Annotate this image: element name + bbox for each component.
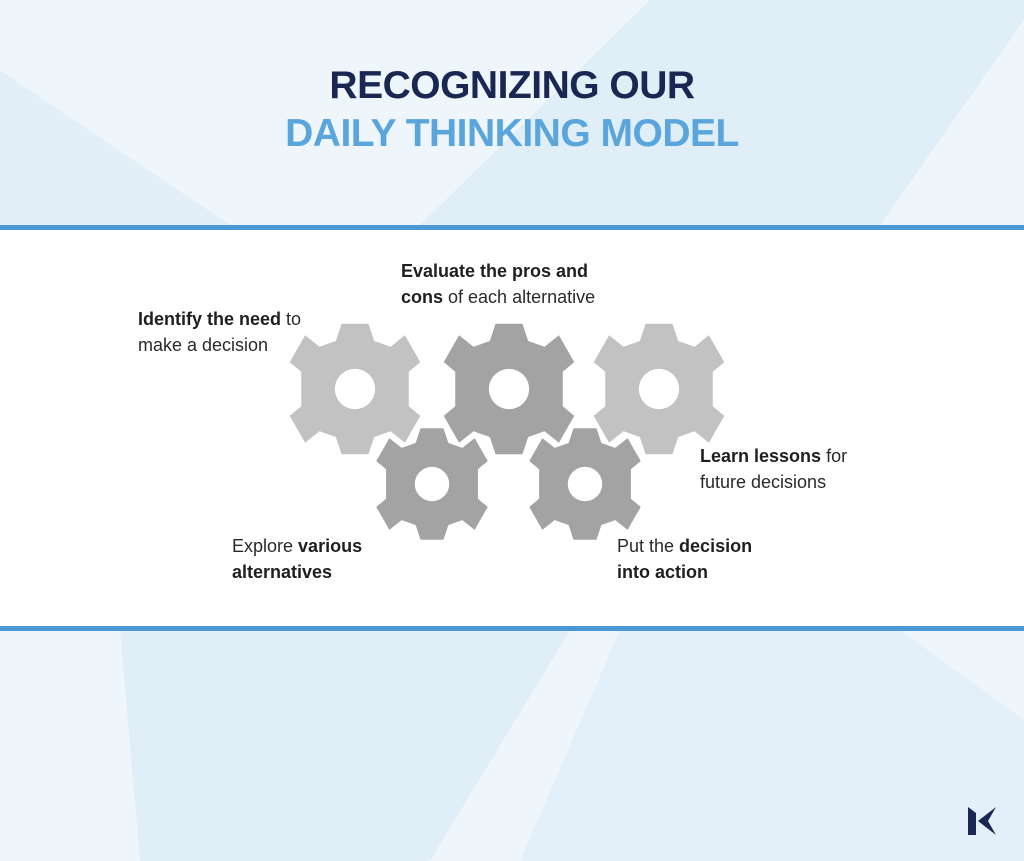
- step-action-pre: Put the: [617, 536, 680, 556]
- step-identify: Identify the need to make a decision: [138, 306, 301, 358]
- step-learn-line2: future decisions: [700, 472, 827, 492]
- gear-icon: [529, 428, 641, 540]
- step-action-bold-2: into action: [617, 562, 708, 582]
- step-evaluate-bold-2: cons: [401, 287, 444, 307]
- step-action-bold: decision: [679, 536, 753, 556]
- title-line-1: RECOGNIZING OUR: [329, 64, 695, 107]
- step-identify-rest: to: [281, 309, 302, 329]
- step-explore-bold: various: [298, 536, 363, 556]
- step-explore: Explore various alternatives: [232, 533, 362, 585]
- step-evaluate-rest: of each alternative: [443, 287, 596, 307]
- step-learn-rest: for: [821, 446, 848, 466]
- step-identify-bold: Identify the need: [138, 309, 282, 329]
- gear-icon: [443, 323, 575, 455]
- step-learn: Learn lessons for future decisions: [700, 443, 847, 495]
- k-logo-icon: [968, 807, 996, 835]
- step-explore-pre: Explore: [232, 536, 299, 556]
- gear-icon: [289, 323, 421, 455]
- step-explore-bold-2: alternatives: [232, 562, 333, 582]
- gear-icon: [593, 323, 725, 455]
- step-evaluate: Evaluate the pros and cons of each alter…: [401, 258, 595, 310]
- step-learn-bold: Learn lessons: [700, 446, 822, 466]
- step-evaluate-bold: Evaluate the pros and: [401, 261, 589, 281]
- title: RECOGNIZING OUR DAILY THINKING MODEL: [0, 62, 1024, 158]
- title-line-2: DAILY THINKING MODEL: [285, 112, 739, 155]
- gear-icon: [376, 428, 488, 540]
- step-identify-line2: make a decision: [138, 335, 269, 355]
- step-action: Put the decision into action: [617, 533, 752, 585]
